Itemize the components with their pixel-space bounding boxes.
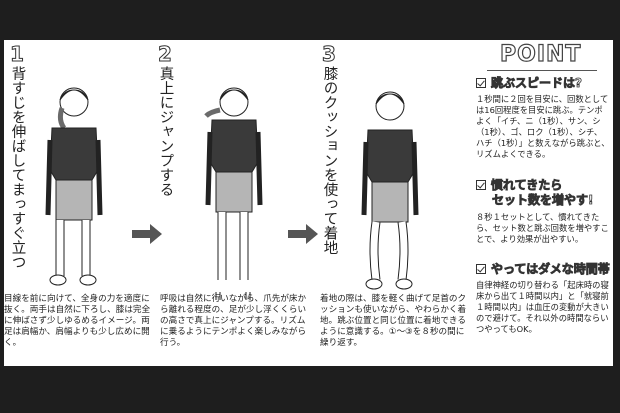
step-3-title: 膝のクッションを使って着地 [321, 66, 338, 255]
point-1-heading: 跳ぶスピードは? [476, 76, 582, 91]
jumping-woman-illustration [204, 87, 263, 300]
step-3-number: 3 [322, 42, 337, 67]
point-3-text: 自律神経の切り替わる「起床時の寝床から出て１時間以内」と「就寝前１時間以内」は血… [476, 280, 609, 334]
divider [487, 70, 597, 71]
landing-woman-illustration [361, 91, 419, 290]
exercise-sheet: 1 背すじを伸ばしてまっすぐ立つ 目線を前に向けて、全身の力を適度に抜く。両手は… [4, 40, 613, 366]
step-2-title: 真上にジャンプする [157, 66, 174, 197]
step-2-number: 2 [158, 42, 173, 67]
point-1-text: １秒間に２回を目安に、回数としては16回程度を目安に跳ぶ。テンポよく「イチ、ニ（… [476, 94, 610, 159]
step-1-title: 背すじを伸ばしてまっすぐ立つ [9, 66, 26, 269]
step-1-number: 1 [10, 42, 25, 67]
point-2-text: ８秒１セットとして、慣れてきたら、セット数と跳ぶ回数を増やすことで、より効果が出… [476, 212, 609, 244]
arrow-right-icon [288, 224, 318, 244]
point-2-heading: 慣れてきたらセット数を増やす! [476, 178, 594, 208]
checkbox-icon [476, 180, 486, 190]
point-title: POINT [499, 41, 582, 67]
point-3-heading: やってはダメな時間帯 [476, 262, 610, 277]
arrow-right-icon [132, 224, 162, 244]
standing-woman-illustration [45, 87, 103, 286]
checkbox-icon [476, 78, 486, 88]
step-2-description: 呼吸は自然に行いながら、爪先が床から離れる程度の、足が少し浮くくらいの高さで真上… [160, 294, 307, 348]
step-1-description: 目線を前に向けて、全身の力を適度に抜く。両手は自然に下ろし、膝は完全に伸ばさず少… [4, 294, 151, 348]
checkbox-icon [476, 264, 486, 274]
step-3-description: 着地の際は、膝を軽く曲げて足首のクッションも使いながら、やわらかく着地。跳ぶ位置… [320, 294, 467, 348]
